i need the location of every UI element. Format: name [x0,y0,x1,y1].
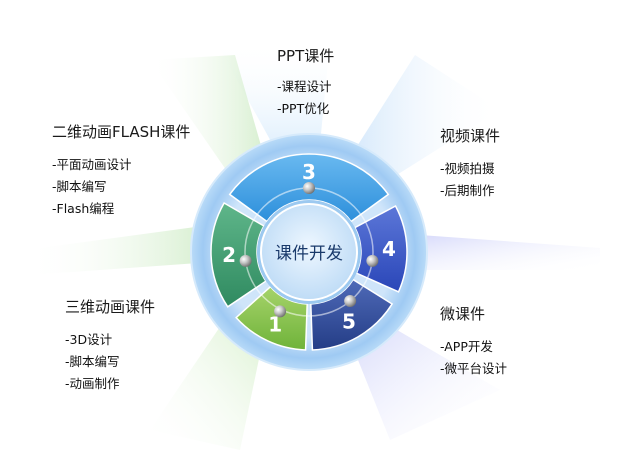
list-item: -平面动画设计 [52,157,132,172]
center-disc [260,203,358,301]
connector-balls [239,182,379,318]
list-item: -微平台设计 [440,361,508,376]
ray-lower-left [150,312,265,450]
label-block-micro: 微课件 -APP开发 -微平台设计 [440,303,507,380]
label-block-video: 视频课件 -视频拍摄 -后期制作 [440,125,500,202]
connector-ball-2 [239,254,252,267]
connector-ball-1 [274,305,287,318]
segment-title: 三维动画课件 [65,298,156,316]
list-item: -脚本编写 [52,179,107,194]
list-item: -脚本编写 [65,354,120,369]
segment-title: 视频课件 [440,127,501,145]
connector-ball-4 [366,254,379,267]
segment-number-3: 3 [302,160,316,184]
segment-number-1: 1 [268,313,282,337]
segment-title: 微课件 [440,305,486,323]
ray-lower-right [350,320,500,440]
connector-ball-3 [303,182,315,194]
center-label: 课件开发 [275,244,343,264]
segment-number-5: 5 [342,309,356,333]
list-item: -Flash编程 [52,201,115,216]
label-block-2d-flash: 二维动画FLASH课件 -平面动画设计 -脚本编写 -Flash编程 [52,121,190,220]
segment-title: PPT课件 [277,47,335,65]
segment-numbers: 1 2 3 4 5 [222,160,396,337]
segment-number-2: 2 [222,243,236,267]
segment-title: 二维动画FLASH课件 [52,123,191,141]
list-item: -动画制作 [65,376,120,391]
ray-right [410,235,600,270]
list-item: -后期制作 [440,183,495,198]
list-item: -APP开发 [440,339,493,354]
connector-ball-5 [344,295,357,308]
list-item: -PPT优化 [277,101,330,116]
label-block-ppt: PPT课件 -课程设计 -PPT优化 [277,45,334,120]
segment-number-4: 4 [382,237,396,261]
list-item: -课程设计 [277,79,332,94]
list-item: -3D设计 [65,332,113,347]
list-item: -视频拍摄 [440,161,495,176]
label-block-3d: 三维动画课件 -3D设计 -脚本编写 -动画制作 [65,296,155,395]
ray-left [25,225,212,275]
